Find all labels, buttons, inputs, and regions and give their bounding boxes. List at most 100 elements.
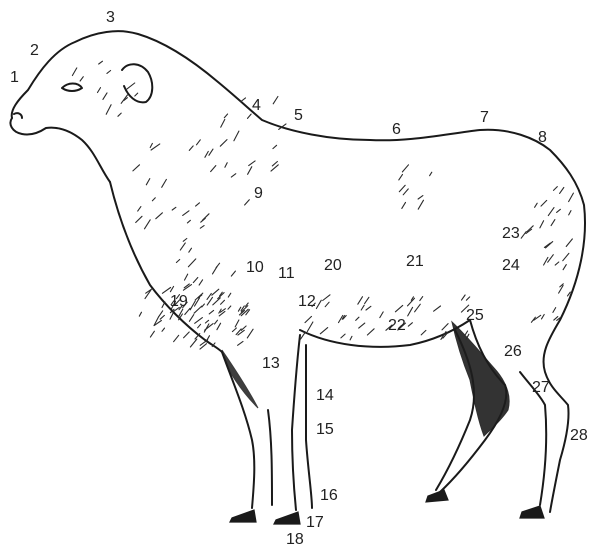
fleece-stroke — [247, 329, 253, 338]
fleece-stroke — [408, 298, 415, 306]
fleece-stroke — [162, 179, 167, 187]
fleece-stroke — [365, 297, 369, 303]
fleece-stroke — [546, 242, 553, 248]
label-21: 21 — [406, 253, 424, 270]
fleece-stroke — [238, 341, 243, 345]
fleece-stroke — [557, 209, 561, 212]
fleece-stroke — [199, 280, 203, 285]
fleece-stroke — [189, 315, 193, 322]
fleece-stroke — [103, 93, 107, 100]
fleece-stroke — [150, 143, 152, 147]
fleece-stroke — [174, 335, 179, 341]
label-5: 5 — [294, 107, 303, 124]
fleece-stroke — [235, 320, 239, 327]
label-9: 9 — [254, 185, 263, 202]
fleece-stroke — [554, 187, 558, 191]
fleece-stroke — [185, 274, 188, 280]
fleece-stroke — [234, 131, 239, 141]
label-24: 24 — [502, 257, 520, 274]
fleece-stroke — [228, 306, 231, 309]
fleece-stroke — [341, 334, 345, 338]
fleece-stroke — [118, 113, 121, 116]
fleece-stroke — [215, 320, 218, 324]
fleece-stroke — [198, 324, 201, 328]
fleece-stroke — [366, 306, 371, 310]
fleece-stroke — [180, 243, 185, 250]
fleece-stroke — [151, 144, 160, 150]
fleece-stroke — [146, 179, 150, 185]
fleece-stroke — [196, 203, 200, 206]
fleece-stroke — [442, 324, 448, 330]
fleece-stroke — [301, 332, 306, 339]
fleece-stroke — [209, 310, 213, 314]
label-3: 3 — [106, 9, 115, 26]
fleece-stroke — [212, 289, 219, 295]
fleece-stroke — [563, 265, 566, 270]
fleece-stroke — [462, 295, 466, 300]
fleece-stroke — [205, 151, 208, 157]
fleece-stroke — [183, 239, 187, 242]
hoof-front-near — [230, 510, 256, 522]
fleece-stroke — [99, 61, 103, 64]
fleece-stroke — [231, 271, 235, 276]
label-23: 23 — [502, 225, 520, 242]
fleece-stroke — [544, 257, 548, 265]
fleece-stroke — [245, 200, 250, 205]
fleece-stroke — [121, 95, 127, 103]
fleece-stroke — [569, 193, 574, 202]
label-11: 11 — [278, 265, 295, 282]
label-13: 13 — [262, 355, 280, 372]
fleece-stroke — [548, 208, 554, 216]
fleece-stroke — [241, 326, 246, 330]
fleece-stroke — [540, 221, 544, 228]
fleece-stroke — [221, 300, 225, 304]
label-12: 12 — [298, 293, 316, 310]
fleece-stroke — [566, 239, 572, 247]
fleece-stroke — [220, 140, 227, 147]
fleece-stroke — [188, 259, 195, 267]
fleece-stroke — [138, 207, 141, 212]
fleece-stroke — [420, 297, 423, 301]
fleece-stroke — [408, 323, 412, 327]
label-19: 19 — [170, 293, 188, 310]
fleece-stroke — [553, 308, 556, 313]
fleece-stroke — [202, 304, 205, 307]
label-2: 2 — [30, 42, 39, 59]
fleece-stroke — [465, 331, 468, 336]
fleece-stroke — [107, 71, 111, 74]
fleece-stroke — [207, 293, 211, 299]
fleece-stroke — [569, 211, 571, 215]
fleece-stroke — [548, 255, 554, 263]
fleece-stroke — [316, 300, 321, 308]
fleece-stroke — [380, 312, 383, 318]
fleece-stroke — [187, 220, 190, 223]
fleece-stroke — [555, 262, 559, 265]
fleece-stroke — [248, 114, 252, 118]
fleece-stroke — [150, 331, 154, 337]
label-18: 18 — [286, 531, 304, 547]
fleece-stroke — [159, 311, 163, 317]
part-labels: 1 2 3 4 5 6 7 8 9 10 11 12 13 14 15 16 1… — [10, 9, 588, 547]
fleece-stroke — [184, 332, 190, 338]
fleece-stroke — [197, 140, 201, 145]
fleece-stroke — [205, 320, 208, 323]
fleece-stroke — [232, 328, 236, 332]
fleece-stroke — [359, 323, 365, 328]
fleece-stroke — [202, 214, 209, 221]
fleece-stroke — [209, 149, 213, 155]
fleece-stroke — [221, 119, 225, 127]
fleece-stroke — [320, 328, 327, 334]
label-16: 16 — [320, 487, 338, 504]
fleece-stroke — [126, 83, 134, 90]
fleece-stroke — [190, 339, 196, 347]
fleece-stroke — [183, 211, 189, 216]
label-15: 15 — [316, 421, 334, 438]
fleece-stroke — [217, 323, 221, 330]
fleece-stroke — [418, 200, 423, 209]
fleece-stroke — [98, 88, 101, 93]
fleece-stroke — [189, 146, 193, 151]
fleece-stroke — [72, 68, 76, 76]
fleece-stroke — [563, 253, 569, 260]
fleece-stroke — [133, 165, 140, 171]
fleece-stroke — [399, 174, 403, 180]
